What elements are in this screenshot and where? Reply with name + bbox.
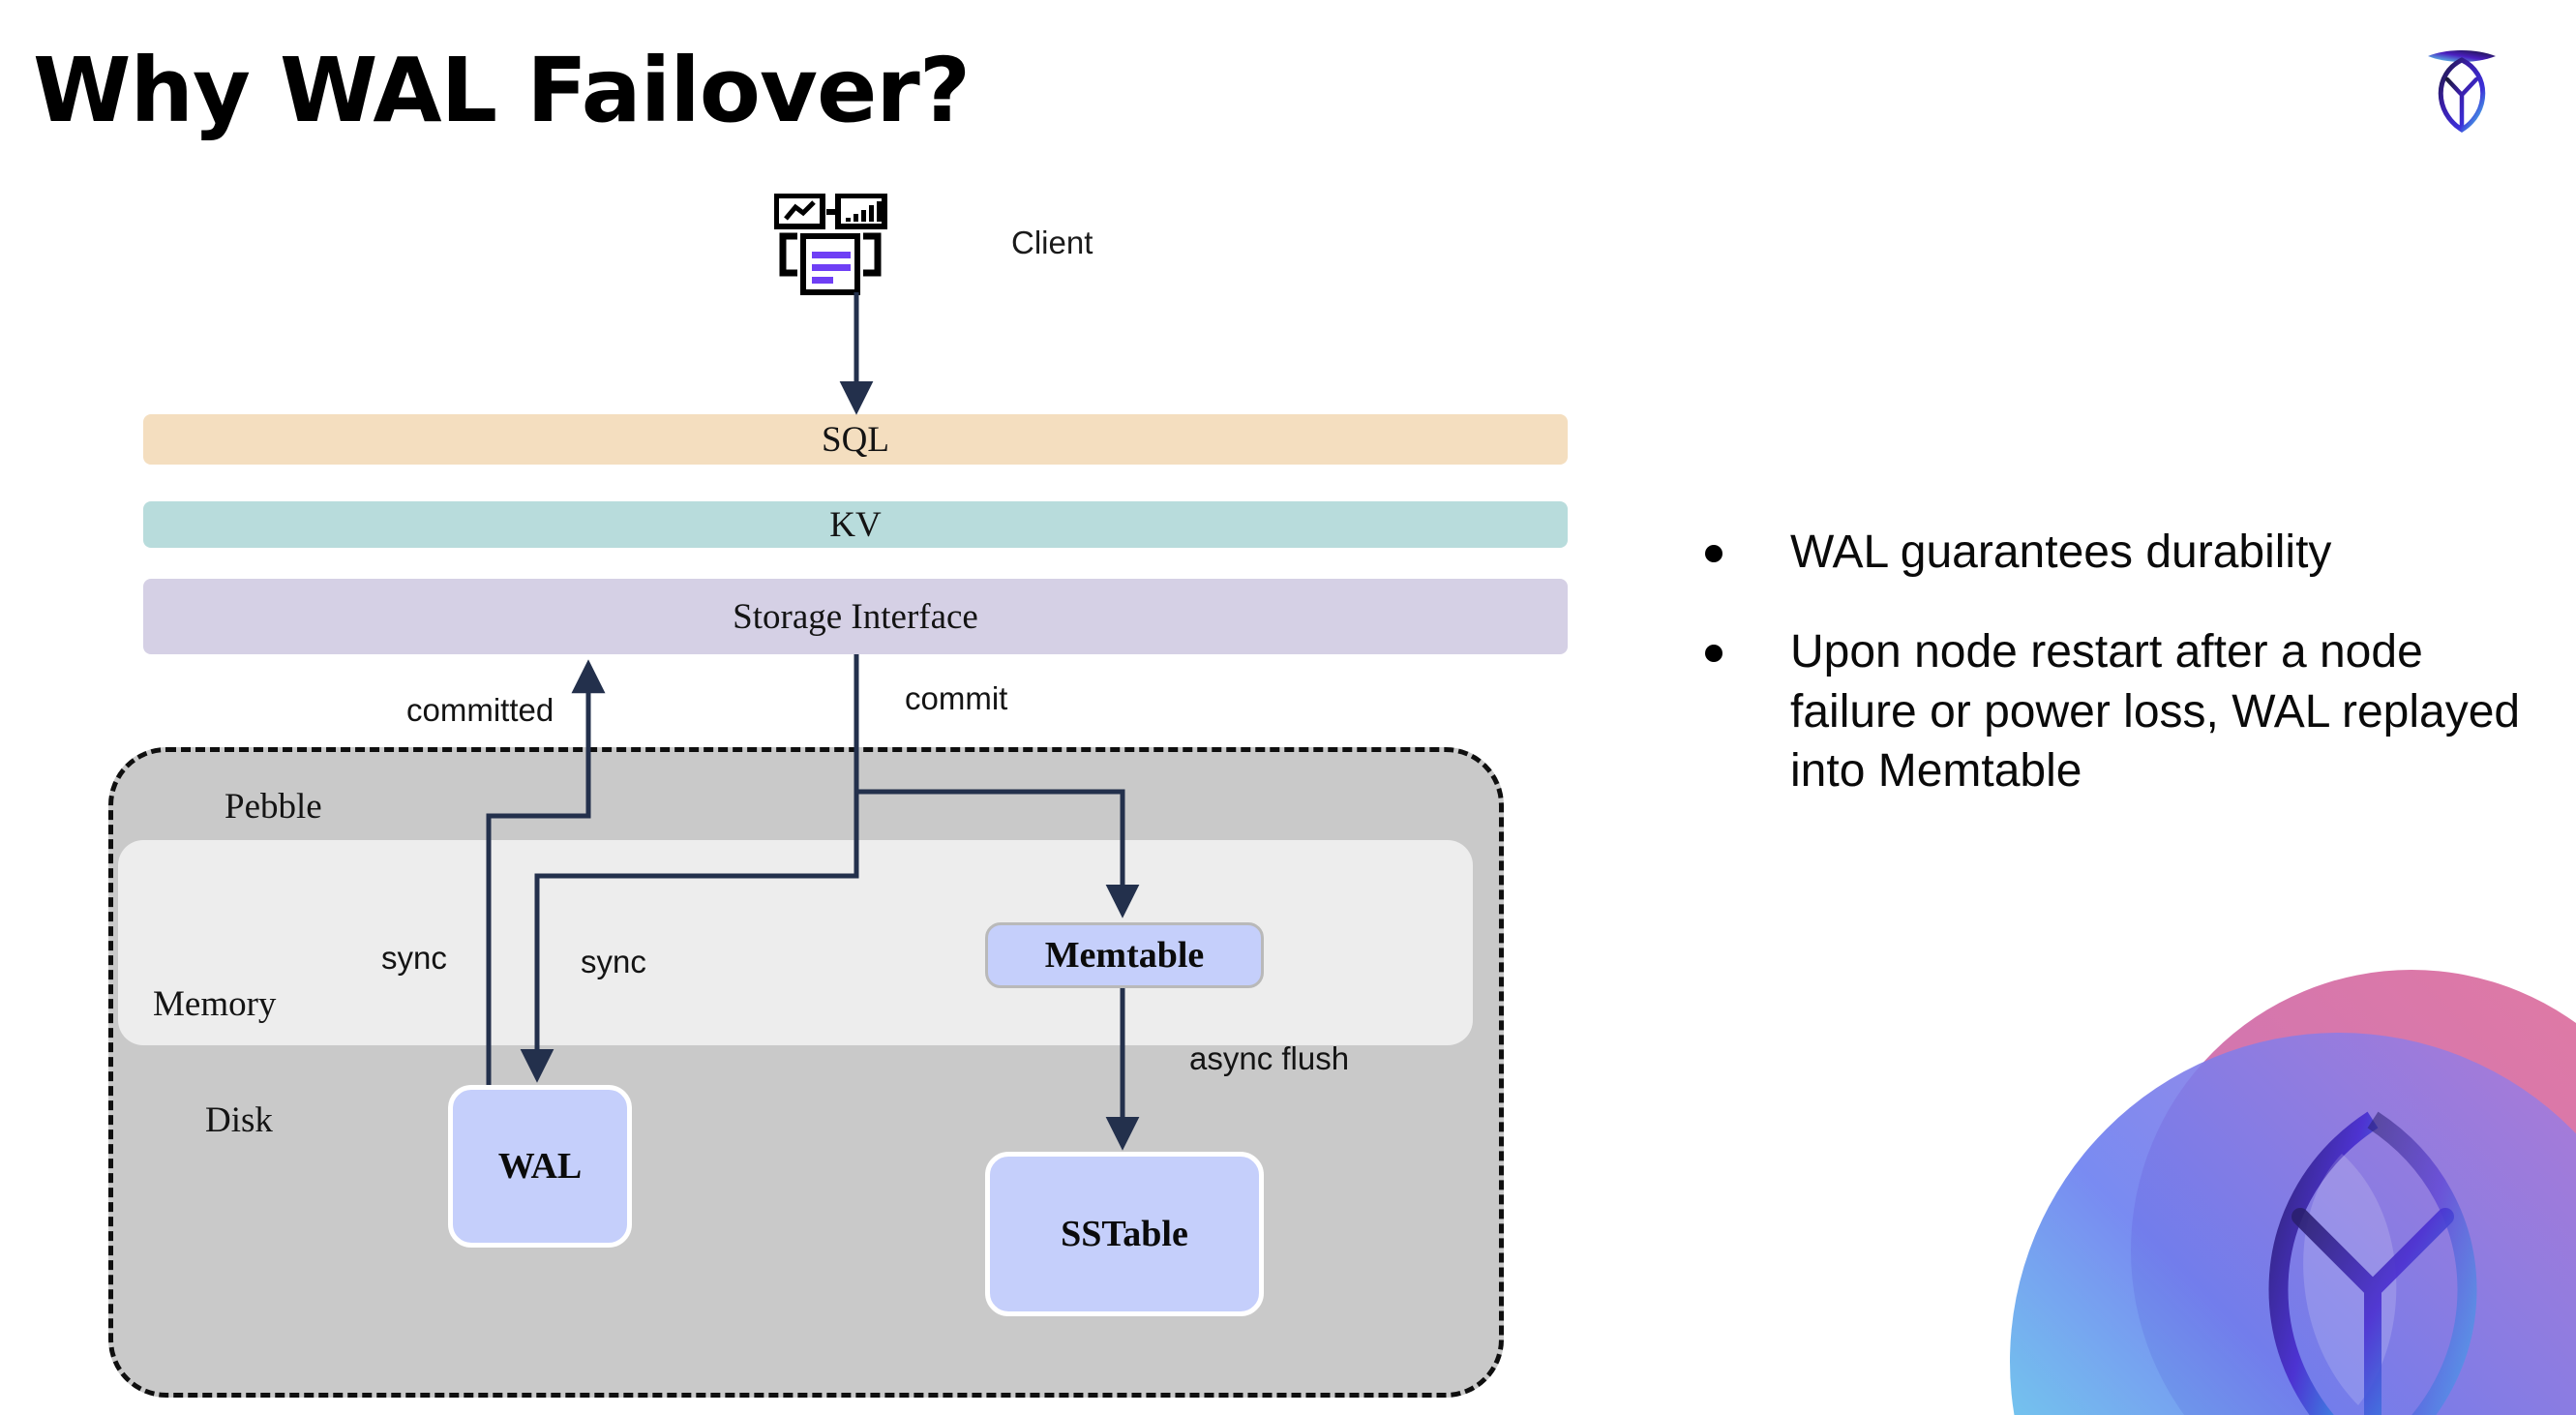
page-title: Why WAL Failover? — [33, 39, 971, 142]
layer-bar-storage-interface: Storage Interface — [143, 579, 1568, 654]
bullet-list: WAL guarantees durability Upon node rest… — [1705, 523, 2537, 842]
layer-bar-sql: SQL — [143, 414, 1568, 465]
node-label-wal: WAL — [497, 1146, 583, 1187]
edge-label-sync-left: sync — [381, 940, 447, 976]
pebble-label: Pebble — [225, 787, 322, 827]
decorative-logo-graphic — [1957, 921, 2576, 1415]
layer-label-sql: SQL — [822, 419, 889, 460]
layer-bar-kv: KV — [143, 501, 1568, 548]
cockroachdb-logo — [2409, 35, 2515, 141]
node-sstable: SSTable — [985, 1152, 1264, 1316]
bullet-text: Upon node restart after a node failure o… — [1790, 626, 2521, 798]
node-label-sstable: SSTable — [1061, 1214, 1188, 1254]
layer-label-kv: KV — [829, 504, 882, 545]
node-label-memtable: Memtable — [1044, 935, 1205, 976]
node-wal: WAL — [448, 1085, 632, 1248]
list-item: WAL guarantees durability — [1705, 523, 2537, 582]
edge-label-committed: committed — [406, 692, 554, 728]
bullet-dot-icon — [1705, 545, 1722, 562]
memory-label: Memory — [153, 984, 277, 1024]
edge-label-sync-right: sync — [581, 944, 646, 979]
node-memtable: Memtable — [985, 922, 1264, 988]
bullet-text: WAL guarantees durability — [1790, 527, 2332, 578]
layer-label-storage-interface: Storage Interface — [733, 596, 978, 637]
client-label: Client — [1011, 225, 1093, 260]
disk-label: Disk — [205, 1100, 273, 1140]
bullet-dot-icon — [1705, 645, 1722, 663]
memory-zone — [118, 840, 1473, 1045]
edge-label-commit: commit — [905, 680, 1008, 716]
list-item: Upon node restart after a node failure o… — [1705, 622, 2537, 800]
edge-label-async-flush: async flush — [1189, 1040, 1350, 1076]
client-terminal-icon — [773, 193, 919, 300]
